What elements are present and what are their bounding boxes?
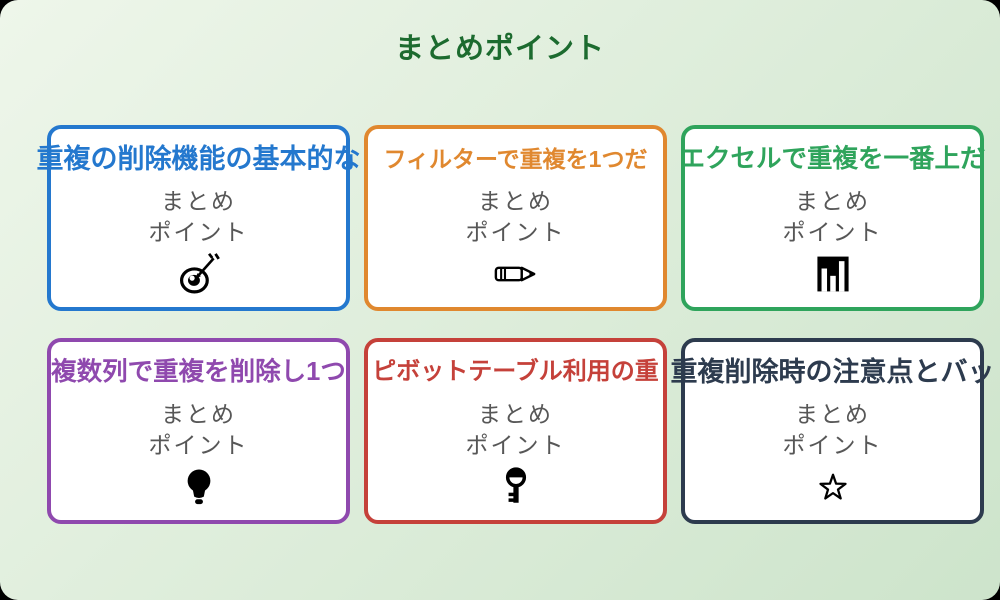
summary-card: 重複の削除機能の基本的な まとめ ポイント [37, 125, 361, 311]
card-subtitle-line2: ポイント [465, 219, 566, 245]
card-subtitle: まとめ ポイント [466, 399, 566, 461]
card-subtitle-line2: ポイント [148, 219, 249, 245]
summary-card: 複数列で重複を削除し1つ まとめ ポイント [47, 338, 350, 524]
card-subtitle: まとめ ポイント [149, 399, 249, 461]
pencil-icon [493, 253, 539, 295]
card-grid: 重複の削除機能の基本的な まとめ ポイント フィルターで重複を1つだ [37, 125, 995, 524]
page-title: まとめポイント [394, 33, 605, 65]
card-subtitle-line1: まとめ [795, 188, 870, 214]
card-subtitle: まとめ ポイント [783, 399, 883, 461]
summary-card: 重複削除時の注意点とバッ まとめ ポイント [671, 338, 995, 524]
card-title: 重複削除時の注意点とバッ [670, 357, 995, 387]
card-title: フィルターで重複を1つだ [383, 146, 648, 172]
card-subtitle-line2: ポイント [148, 432, 249, 458]
summary-card: ピボットテーブル利用の重 まとめ ポイント [364, 338, 667, 524]
summary-card: フィルターで重複を1つだ まとめ ポイント [364, 125, 667, 311]
card-subtitle-line1: まとめ [161, 188, 236, 214]
card-title: 重複の削除機能の基本的な [36, 144, 361, 174]
card-subtitle-line2: ポイント [782, 219, 883, 245]
card-subtitle-line2: ポイント [782, 432, 883, 458]
card-title: エクセルで重複を一番上だ [679, 145, 986, 173]
card-subtitle-line1: まとめ [161, 401, 236, 427]
card-subtitle: まとめ ポイント [149, 186, 249, 248]
card-subtitle-line1: まとめ [478, 401, 553, 427]
card-title: 複数列で重複を削除し1つ [51, 358, 346, 386]
card-subtitle-line2: ポイント [465, 432, 566, 458]
card-subtitle-line1: まとめ [478, 188, 553, 214]
card-subtitle: まとめ ポイント [466, 186, 566, 248]
bar-chart-icon [811, 253, 855, 295]
card-title: ピボットテーブル利用の重 [372, 358, 659, 385]
key-icon [495, 466, 537, 508]
card-subtitle-line1: まとめ [795, 401, 870, 427]
card-subtitle: まとめ ポイント [783, 186, 883, 248]
light-bulb-icon [178, 466, 220, 508]
summary-card: エクセルで重複を一番上だ まとめ ポイント [679, 125, 986, 311]
dart-target-icon [177, 252, 221, 295]
star-icon [812, 466, 854, 508]
